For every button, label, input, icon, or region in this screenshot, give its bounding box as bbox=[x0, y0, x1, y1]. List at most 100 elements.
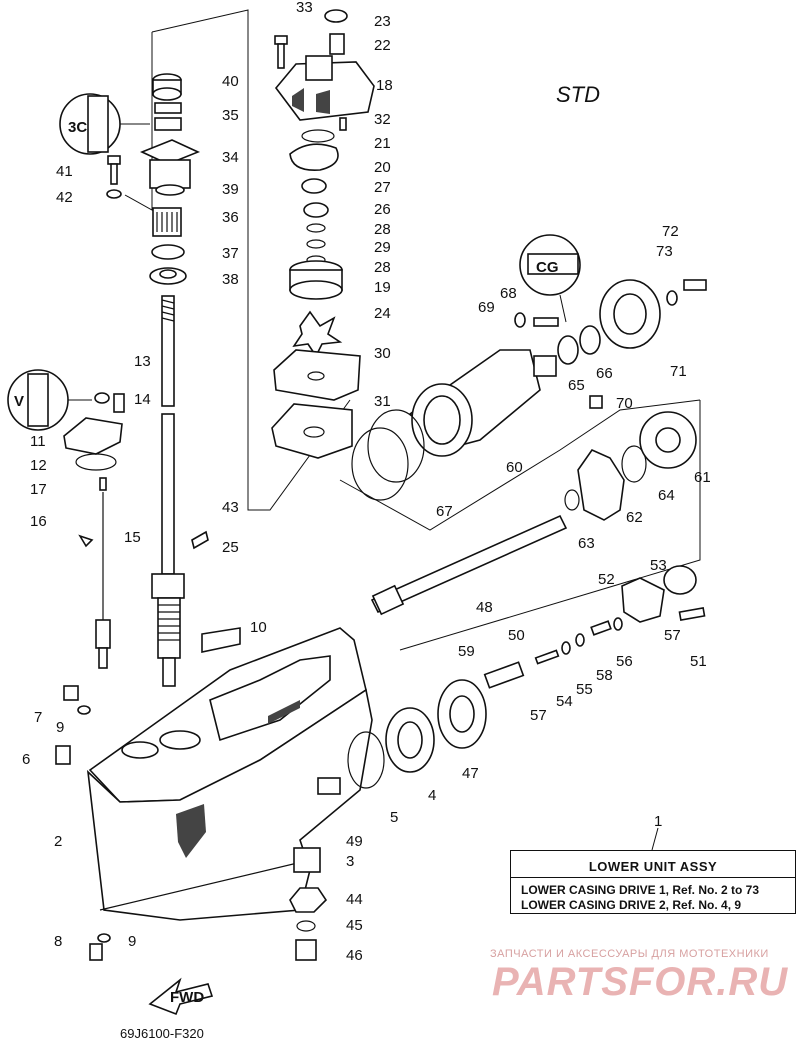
svg-text:9: 9 bbox=[128, 933, 136, 950]
washer-9b bbox=[97, 933, 111, 943]
svg-text:69: 69 bbox=[478, 299, 495, 316]
pin-25 bbox=[191, 530, 209, 550]
svg-text:1: 1 bbox=[654, 813, 662, 830]
svg-text:48: 48 bbox=[476, 599, 493, 616]
svg-text:V: V bbox=[14, 393, 24, 410]
svg-text:7: 7 bbox=[34, 709, 42, 726]
svg-text:16: 16 bbox=[30, 513, 47, 530]
plug-7 bbox=[63, 685, 79, 701]
svg-text:31: 31 bbox=[374, 393, 391, 410]
svg-text:2: 2 bbox=[54, 833, 62, 850]
svg-text:33: 33 bbox=[296, 0, 313, 16]
shift-rod-group: V bbox=[7, 369, 125, 669]
svg-text:49: 49 bbox=[346, 833, 363, 850]
svg-text:67: 67 bbox=[436, 503, 453, 520]
svg-text:22: 22 bbox=[374, 37, 391, 54]
callout-labels: 33 23 22 18 32 21 20 27 26 28 29 28 19 2… bbox=[22, 0, 711, 964]
bolt-41 bbox=[106, 155, 122, 199]
svg-text:70: 70 bbox=[616, 395, 633, 412]
svg-text:30: 30 bbox=[374, 345, 391, 362]
washer-9 bbox=[77, 705, 91, 715]
legend-row: LOWER CASING DRIVE 1, Ref. No. 2 to 73 bbox=[521, 883, 760, 897]
svg-text:41: 41 bbox=[56, 163, 73, 180]
svg-text:60: 60 bbox=[506, 459, 523, 476]
svg-text:28: 28 bbox=[374, 221, 391, 238]
legend-divider bbox=[511, 877, 795, 878]
watermark-logo: PARTSFOR.RU bbox=[492, 960, 789, 1004]
svg-text:21: 21 bbox=[374, 135, 391, 152]
svg-text:8: 8 bbox=[54, 933, 62, 950]
svg-text:38: 38 bbox=[222, 271, 239, 288]
svg-text:CG: CG bbox=[536, 259, 559, 276]
svg-text:10: 10 bbox=[250, 619, 267, 636]
svg-text:32: 32 bbox=[374, 111, 391, 128]
svg-text:FWD: FWD bbox=[170, 989, 204, 1006]
svg-text:35: 35 bbox=[222, 107, 239, 124]
svg-text:23: 23 bbox=[374, 13, 391, 30]
svg-text:40: 40 bbox=[222, 73, 239, 90]
svg-text:45: 45 bbox=[346, 917, 363, 934]
svg-text:58: 58 bbox=[596, 667, 613, 684]
svg-text:37: 37 bbox=[222, 245, 239, 262]
propeller-shaft-group: CG bbox=[339, 234, 707, 651]
svg-text:55: 55 bbox=[576, 681, 593, 698]
svg-text:6: 6 bbox=[22, 751, 30, 768]
svg-text:13: 13 bbox=[134, 353, 151, 370]
watermark-tagline: ЗАПЧАСТИ И АКСЕССУАРЫ ДЛЯ МОТОТЕХНИКИ bbox=[490, 948, 769, 960]
svg-text:18: 18 bbox=[376, 77, 393, 94]
svg-text:50: 50 bbox=[508, 627, 525, 644]
svg-text:11: 11 bbox=[30, 433, 46, 450]
pinion-stack bbox=[289, 777, 341, 961]
svg-text:46: 46 bbox=[346, 947, 363, 964]
svg-text:57: 57 bbox=[530, 707, 547, 724]
fwd-arrow: FWD bbox=[148, 977, 214, 1016]
legend-title: LOWER UNIT ASSY bbox=[588, 859, 718, 874]
svg-text:5: 5 bbox=[390, 809, 398, 826]
svg-text:64: 64 bbox=[658, 487, 675, 504]
plug-8 bbox=[89, 943, 103, 961]
svg-text:3: 3 bbox=[346, 853, 354, 870]
svg-text:27: 27 bbox=[374, 179, 391, 196]
drive-shaft-group bbox=[124, 9, 351, 687]
tool-badge-3c: 3C bbox=[59, 93, 150, 155]
svg-text:26: 26 bbox=[374, 201, 391, 218]
svg-text:25: 25 bbox=[222, 539, 239, 556]
forward-gear-group bbox=[347, 565, 706, 789]
grommet-10 bbox=[201, 627, 241, 653]
svg-text:36: 36 bbox=[222, 209, 239, 226]
lower-casing bbox=[86, 627, 373, 921]
svg-text:29: 29 bbox=[374, 239, 391, 256]
svg-text:34: 34 bbox=[222, 149, 239, 166]
svg-text:9: 9 bbox=[56, 719, 64, 736]
svg-text:72: 72 bbox=[662, 223, 679, 240]
svg-text:24: 24 bbox=[374, 305, 391, 322]
svg-text:4: 4 bbox=[428, 787, 436, 804]
water-pump-group bbox=[271, 9, 375, 459]
svg-text:15: 15 bbox=[124, 529, 141, 546]
svg-text:44: 44 bbox=[346, 891, 363, 908]
svg-text:14: 14 bbox=[134, 391, 151, 408]
svg-text:61: 61 bbox=[694, 469, 711, 486]
svg-text:17: 17 bbox=[30, 481, 47, 498]
svg-text:19: 19 bbox=[374, 279, 391, 296]
part-6 bbox=[55, 745, 71, 765]
svg-text:47: 47 bbox=[462, 765, 479, 782]
svg-text:39: 39 bbox=[222, 181, 239, 198]
svg-text:56: 56 bbox=[616, 653, 633, 670]
svg-text:63: 63 bbox=[578, 535, 595, 552]
svg-text:43: 43 bbox=[222, 499, 239, 516]
svg-text:54: 54 bbox=[556, 693, 573, 710]
svg-text:57: 57 bbox=[664, 627, 681, 644]
svg-text:65: 65 bbox=[568, 377, 585, 394]
svg-text:52: 52 bbox=[598, 571, 615, 588]
svg-text:42: 42 bbox=[56, 189, 73, 206]
svg-text:68: 68 bbox=[500, 285, 517, 302]
svg-text:59: 59 bbox=[458, 643, 475, 660]
svg-text:20: 20 bbox=[374, 159, 391, 176]
svg-text:3C: 3C bbox=[68, 119, 87, 136]
svg-text:73: 73 bbox=[656, 243, 673, 260]
svg-text:51: 51 bbox=[690, 653, 707, 670]
svg-text:71: 71 bbox=[670, 363, 687, 380]
variant-label: STD bbox=[556, 82, 600, 107]
